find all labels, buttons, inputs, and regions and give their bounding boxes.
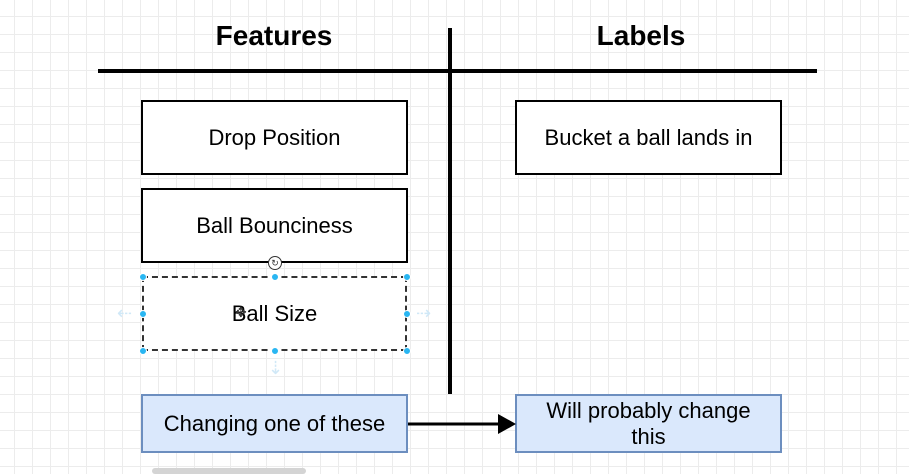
feature-label: Ball Bounciness: [196, 212, 353, 238]
resize-handle-w[interactable]: [139, 310, 147, 318]
connect-arrow-left-icon[interactable]: ⇠: [117, 303, 133, 323]
feature-box-drop-position[interactable]: Drop Position: [141, 100, 408, 175]
horizontal-scrollbar[interactable]: [152, 468, 306, 474]
resize-handle-se[interactable]: [403, 347, 411, 355]
resize-handle-ne[interactable]: [403, 273, 411, 281]
resize-handle-n[interactable]: [271, 273, 279, 281]
connector-arrow[interactable]: [406, 410, 518, 438]
features-heading: Features: [215, 20, 333, 51]
horizontal-divider: [98, 69, 817, 73]
connect-arrow-right-icon[interactable]: ⇢: [416, 303, 432, 323]
vertical-divider: [448, 28, 452, 394]
label-box-bucket[interactable]: Bucket a ball lands in: [515, 100, 782, 175]
resize-handle-sw[interactable]: [139, 347, 147, 355]
feature-box-ball-bounciness[interactable]: Ball Bounciness: [141, 188, 408, 263]
labels-heading: Labels: [596, 20, 686, 51]
resize-handle-s[interactable]: [271, 347, 279, 355]
feature-label: Drop Position: [208, 124, 341, 150]
changing-one-box[interactable]: Changing one of these: [141, 394, 408, 453]
rotate-handle-icon[interactable]: ↻: [268, 256, 282, 270]
feature-box-ball-size[interactable]: Ball Size: [142, 276, 407, 351]
resize-handle-e[interactable]: [403, 310, 411, 318]
label-text: Bucket a ball lands in: [544, 124, 753, 150]
feature-label: Ball Size: [231, 300, 318, 326]
will-change-text: Will probably change this: [546, 397, 751, 449]
resize-handle-nw[interactable]: [139, 273, 147, 281]
changing-one-text: Changing one of these: [163, 410, 386, 436]
connect-arrow-down-icon[interactable]: ⇣: [268, 358, 284, 378]
move-cursor-icon: ✥: [235, 304, 247, 320]
will-change-box[interactable]: Will probably change this: [515, 394, 782, 453]
